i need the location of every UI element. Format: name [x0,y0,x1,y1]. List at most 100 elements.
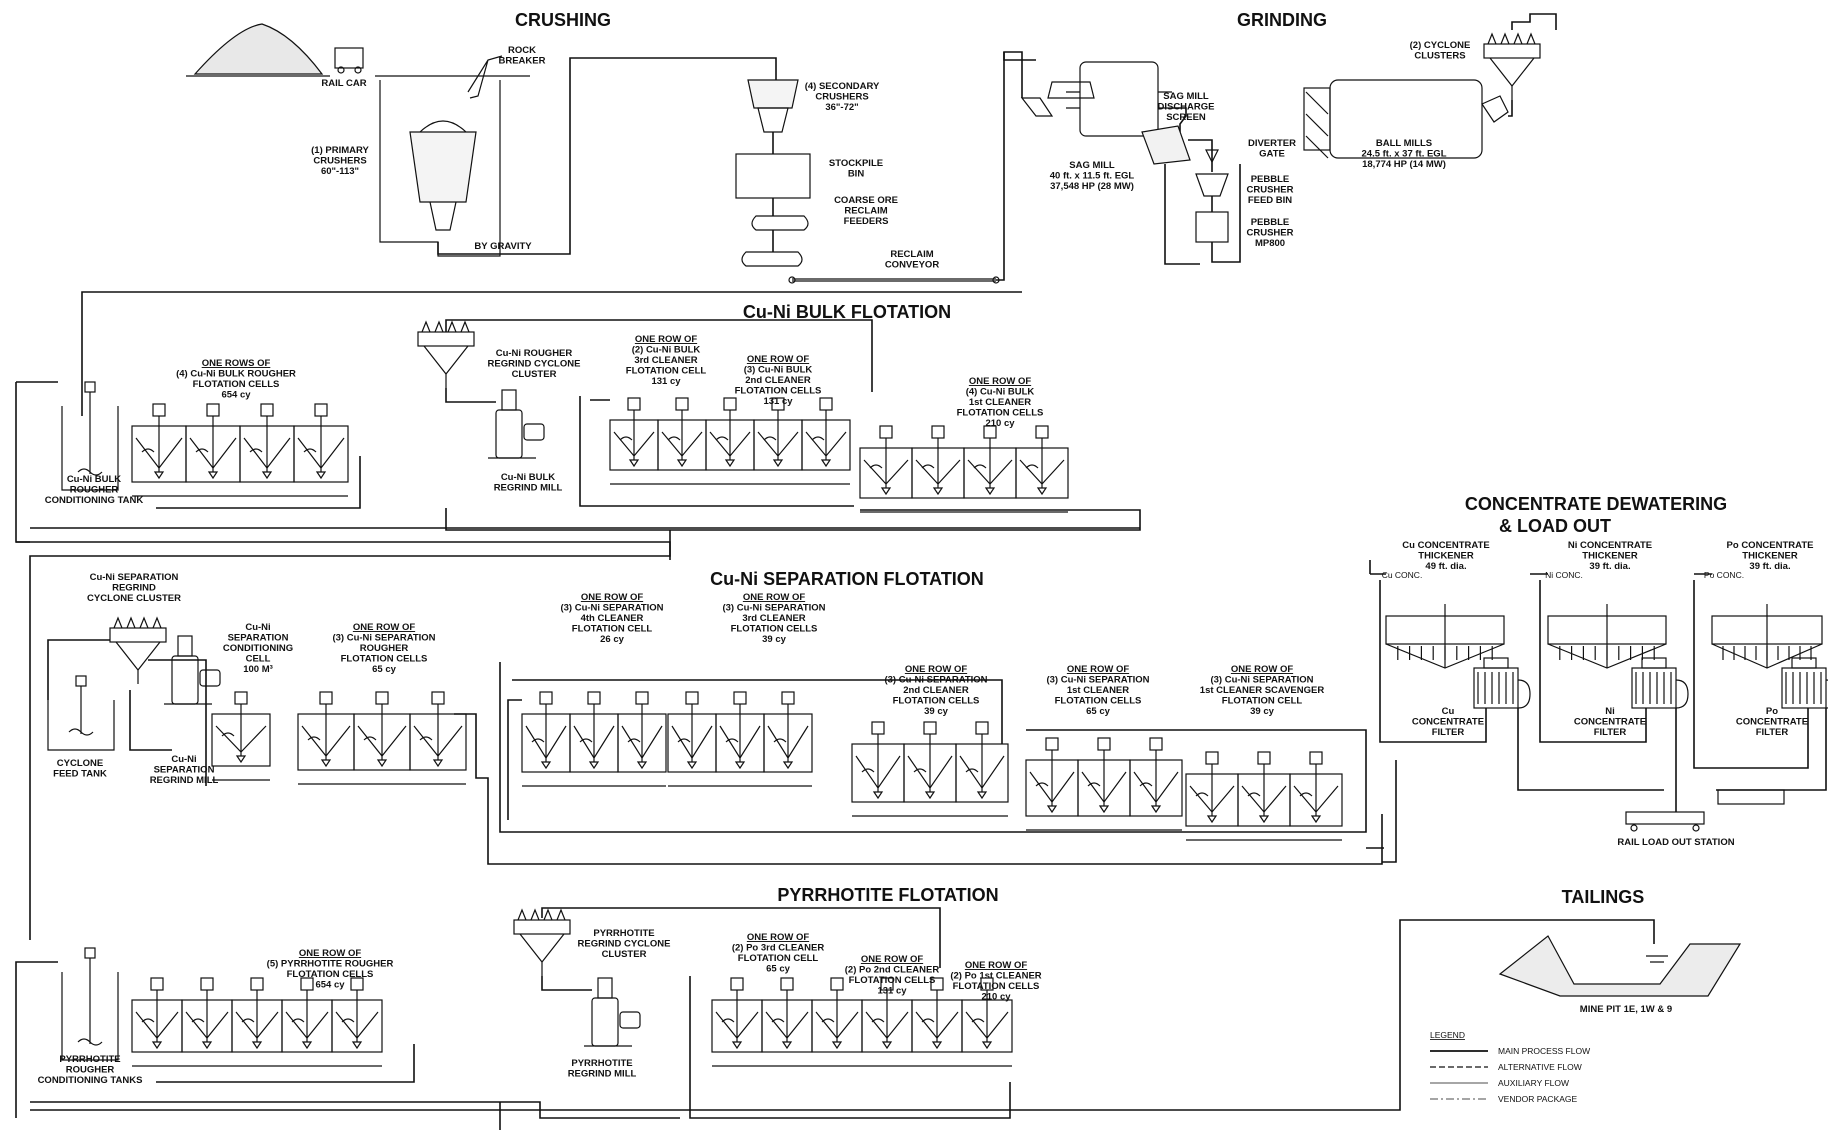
cu-filter-label: CuCONCENTRATEFILTER [1412,706,1484,738]
separation-rougher-label-line: ROUGHER [360,643,409,654]
rail-load-out-car [1626,812,1704,824]
impeller-icon [250,449,262,452]
regrind-mill-body [496,410,522,458]
separation-second-cleaner-label-line: FLOTATION CELLS [893,696,980,707]
cell-discharge [542,762,550,768]
cyclone-clusters-label-line: CLUSTERS [1414,51,1465,62]
regrind-mill-body [592,998,618,1046]
section-title-pyrrhotite-flotation: PYRRHOTITE FLOTATION [777,885,998,905]
agitator-motor [734,692,746,704]
ni-filter-label: NiCONCENTRATEFILTER [1574,706,1646,738]
separation-cleaner-scavenger-label: ONE ROW OF(3) Cu-Ni SEPARATION1st CLEANE… [1200,664,1325,717]
po-thickener-label-line: Po CONCENTRATE [1727,540,1814,551]
ni-thickener-label-line: Ni CONCENTRATE [1568,540,1652,551]
po-first-cleaner-label-line: (2) Po 1st CLEANER [950,971,1041,982]
cyclone-underflow-cone [424,346,468,374]
filter-press-body [1474,668,1518,708]
cu-filter-label-line: CONCENTRATE [1412,717,1484,728]
impeller-icon [308,737,320,740]
sag-screen-label-line: SAG MILL [1163,91,1209,102]
sag-screen-label: SAG MILLDISCHARGESCREEN [1157,91,1214,123]
cyclone-cluster-grinding [1484,34,1540,100]
bulk-rougher-label-line: FLOTATION CELLS [193,379,280,390]
ball-mill-feed-spout [1304,88,1330,150]
cu-thickener-label-line: Cu CONCENTRATE [1402,540,1489,551]
cell-discharge [833,1042,841,1048]
impeller-icon [364,737,376,740]
po-filtrate-return [1694,580,1808,768]
bulk-third-cleaner-label-line: 131 cy [651,376,681,387]
primary-crushers-label-line: CRUSHERS [313,156,366,167]
reclaim-conveyor-label-line: CONVEYOR [885,260,940,271]
agitator-motor [932,426,944,438]
main-flow-to-secondary [438,58,776,254]
pebble-crusher-label-line: CRUSHER [1247,228,1294,239]
bulk-conditioning-tank-label-line: CONDITIONING TANK [45,495,144,506]
po-second-cleaner-label-line: FLOTATION CELLS [849,975,936,986]
impeller-icon [668,437,680,440]
agitator-motor [820,398,832,410]
coarse-ore-feeders-label-line: COARSE ORE [834,195,898,206]
rock-breaker-arm [468,56,502,98]
cyclone-cone [114,618,122,628]
crusher-discharge [430,202,456,230]
mine-pit-label: MINE PIT 1E, 1W & 9 [1580,1004,1672,1015]
po-filter-label-line: Po [1766,706,1778,717]
section-title-tailings: TAILINGS [1562,887,1645,907]
bulk-second-cleaner-cells [706,398,850,484]
agitator-motor [628,398,640,410]
bulk-second-cleaner-label-line: 131 cy [763,396,793,407]
po-regrind-mill-label-line: PYRRHOTITE [571,1058,632,1069]
separation-fourth-cleaner-label-line: FLOTATION CELL [572,624,653,635]
po-cyclone-underflow [542,976,592,990]
cell-discharge [153,1042,161,1048]
po-third-cleaner-label-line: FLOTATION CELL [738,953,819,964]
cell-discharge [263,472,271,478]
cell-discharge [883,1042,891,1048]
po-third-cleaner-label: ONE ROW OF(2) Po 3rd CLEANERFLOTATION CE… [732,932,825,975]
bulk-third-cleaner-cells [610,398,706,484]
ni-filter-label-line: FILTER [1594,727,1627,738]
primary-crusher-body [410,132,476,202]
pebble-crusher-label-line: PEBBLE [1251,217,1290,228]
coarse-ore-feeders-label-line: FEEDERS [844,216,889,227]
ball-mills-label-line: BALL MILLS [1376,138,1432,149]
cell-discharge [986,488,994,494]
bulk-third-cleaner-label: ONE ROW OF(2) Cu-Ni BULK3rd CLEANERFLOTA… [626,334,707,387]
cyclone-feed-tank-label-line: CYCLONE [57,758,103,769]
stockpile-bin [736,154,810,198]
agitator-motor [724,398,736,410]
bulk-rougher-label-line: ONE ROWS OF [202,358,271,369]
cyclone-header [418,332,474,346]
tailings-feed-line [1416,920,1654,944]
sag-screen-label-line: SCREEN [1166,112,1206,123]
sag-mill-label: SAG MILL40 ft. x 11.5 ft. EGL37,548 HP (… [1050,160,1135,192]
rock-breaker-label-line: BREAKER [499,56,546,67]
cell-discharge [933,1042,941,1048]
po-thickener-label-line: 39 ft. dia. [1749,561,1790,572]
po-thickener-label-line: THICKENER [1742,551,1798,562]
agitator-motor [432,692,444,704]
separation-first-cleaner-label-line: 1st CLEANER [1067,685,1129,696]
cu-conc-label: Cu CONC. [1382,570,1423,580]
agitator-motor [315,404,327,416]
separation-third-cleaner-label-line: ONE ROW OF [743,592,805,603]
agitator-motor [1258,752,1270,764]
separation-first-cleaner-cells [1026,738,1182,830]
sag-mill-label-line: SAG MILL [1069,160,1115,171]
agitator-motor [1098,738,1110,750]
coarse-ore-feeder-1 [752,216,808,230]
agitator-motor [201,978,213,990]
legend: LEGEND MAIN PROCESS FLOW ALTERNATIVE FLO… [1430,1030,1590,1104]
bulk-regrind-cyclone-label-line: CLUSTER [512,369,557,380]
sag-feed-chute [1048,82,1094,98]
regrind-mill-motor [200,670,220,686]
agitator-motor [831,978,843,990]
by-gravity-label: BY GRAVITY [474,241,532,252]
sag-mill-trunnions [1066,92,1172,108]
bulk-cleaner-recirc [580,396,854,506]
